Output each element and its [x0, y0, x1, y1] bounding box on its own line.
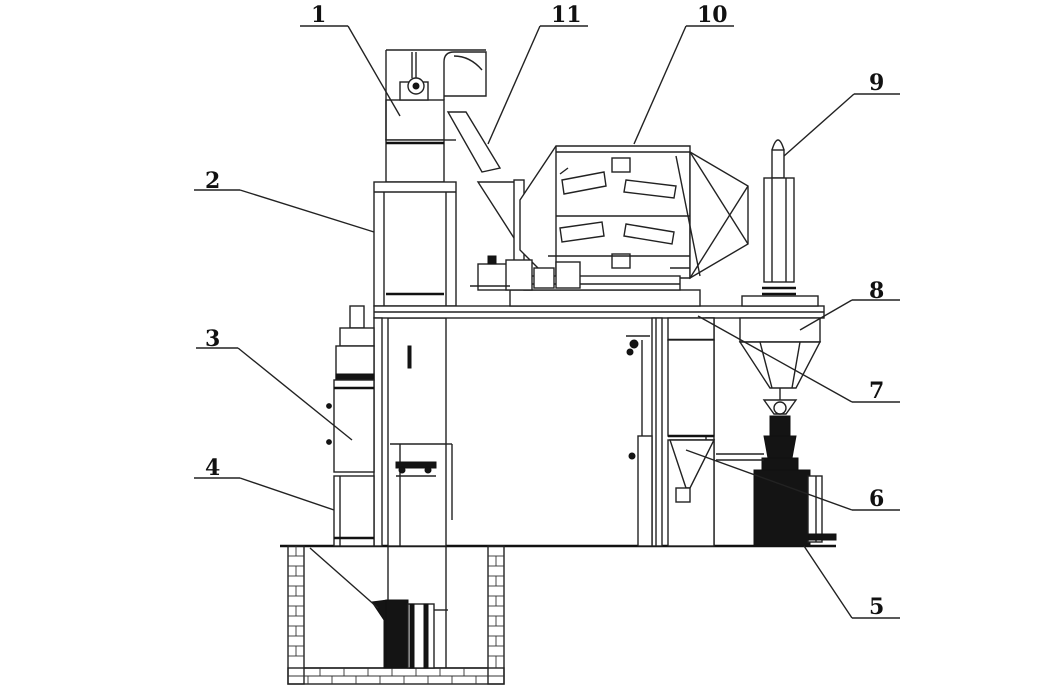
right-tank — [626, 317, 716, 547]
leader-lines — [194, 25, 900, 619]
callout-5: 5 — [869, 594, 885, 620]
callout-7: 7 — [869, 378, 885, 404]
callout-11: 11 — [551, 2, 582, 28]
packing-machine — [716, 415, 837, 547]
drum-dryer — [470, 145, 749, 307]
callout-3: 3 — [205, 326, 221, 352]
callout-2: 2 — [205, 168, 221, 194]
callout-6: 6 — [869, 486, 885, 512]
callout-8: 8 — [869, 278, 885, 304]
callout-1: 1 — [311, 2, 327, 28]
bucket-elevator — [373, 49, 502, 600]
callout-10: 10 — [697, 2, 728, 28]
cyclone — [738, 317, 822, 415]
exhaust-stack — [741, 139, 819, 307]
callout-9: 9 — [869, 70, 885, 96]
elevator-boot — [371, 599, 448, 669]
callout-4: 4 — [205, 455, 221, 481]
left-tank — [326, 305, 375, 547]
